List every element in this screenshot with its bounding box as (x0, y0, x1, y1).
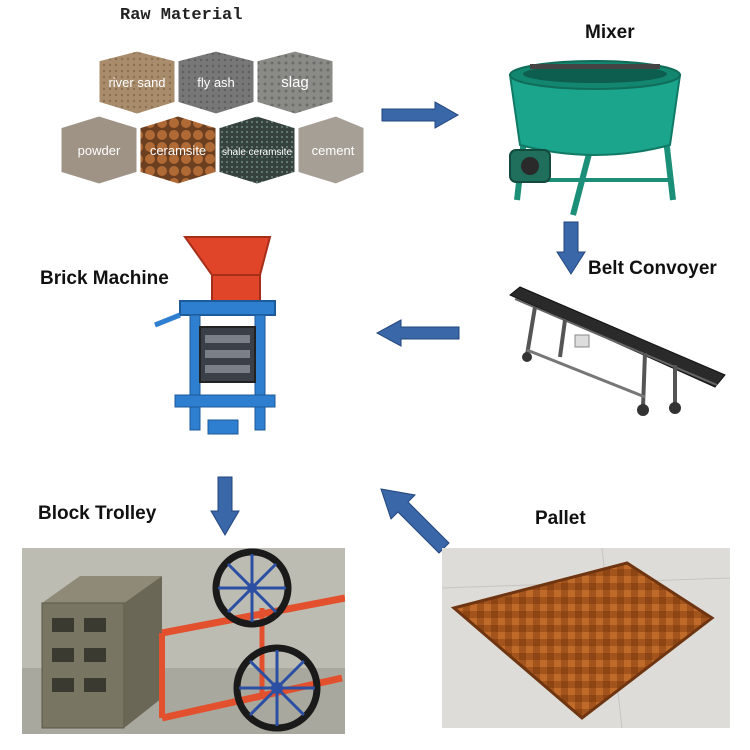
arrow-down-icon (209, 475, 241, 537)
mixer-label: Mixer (585, 22, 635, 43)
brick-machine-label: Brick Machine (40, 268, 169, 289)
hex-ceramsite: ceramsite (137, 113, 219, 187)
arrow-up-left-icon (375, 485, 455, 557)
svg-text:slag: slag (281, 74, 309, 91)
hex-fly-ash: fly ash (175, 48, 257, 117)
svg-text:shale ceramsite: shale ceramsite (222, 147, 292, 158)
hex-river-sand: river sand (96, 48, 178, 117)
belt-conveyor-image (505, 285, 730, 425)
pallet-image (442, 548, 730, 728)
mixer-image (495, 50, 695, 220)
arrow-left-icon (375, 318, 461, 348)
hex-powder: powder (60, 113, 140, 187)
block-trolley-label: Block Trolley (38, 503, 157, 524)
raw-material-title: Raw Material (120, 6, 243, 25)
svg-text:fly ash: fly ash (197, 75, 235, 90)
svg-text:cement: cement (312, 143, 355, 158)
pallet-label: Pallet (535, 508, 586, 529)
brick-machine-image (150, 235, 290, 440)
arrow-down-icon (555, 220, 587, 276)
belt-conveyor-label: Belt Convoyer (588, 258, 717, 279)
arrow-right-icon (380, 100, 460, 130)
svg-text:ceramsite: ceramsite (150, 143, 206, 158)
raw-material-hexagons: river sand fly ash slag powder ceramsite… (60, 45, 370, 195)
svg-text:powder: powder (78, 143, 121, 158)
hex-slag: slag (254, 48, 336, 117)
block-trolley-image (22, 548, 345, 734)
hex-cement: cement (295, 113, 367, 187)
svg-text:river sand: river sand (108, 75, 165, 90)
hex-shale-ceramsite: shale ceramsite (216, 113, 298, 187)
